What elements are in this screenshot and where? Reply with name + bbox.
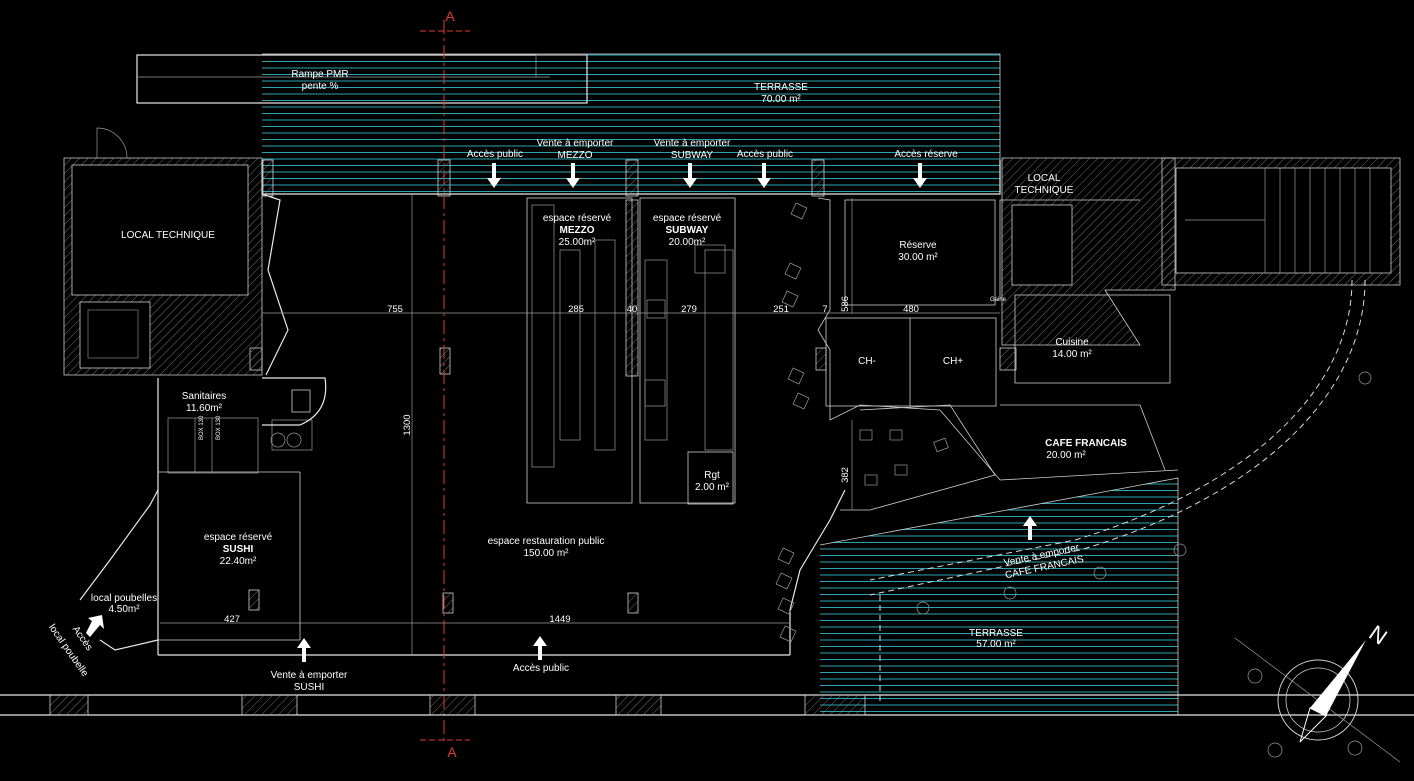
ramp-title: Rampe PMR bbox=[291, 69, 348, 80]
ground-strip bbox=[0, 694, 1414, 716]
dim-586: 586 bbox=[840, 296, 851, 312]
public-space-name: espace restauration public bbox=[488, 536, 605, 547]
reserve-area: 30.00 m² bbox=[898, 252, 938, 263]
local-technique-right-line1: LOCAL bbox=[1028, 173, 1061, 184]
takeaway-mezzo-1: Vente à emporter bbox=[537, 138, 614, 149]
takeaway-subway-1: Vente à emporter bbox=[654, 138, 731, 149]
sushi-name: SUSHI bbox=[223, 544, 254, 555]
sushi-area: 22.40m² bbox=[220, 556, 257, 567]
subway-area: 20.00m² bbox=[669, 237, 706, 248]
dimension-lines bbox=[160, 194, 1000, 655]
cuisine-name: Cuisine bbox=[1055, 337, 1089, 348]
takeaway-sushi-1: Vente à emporter bbox=[271, 670, 348, 681]
dim-251: 251 bbox=[773, 304, 789, 315]
gaine-label: Gaine bbox=[990, 297, 1007, 303]
accessible-wc bbox=[262, 377, 327, 426]
cafe-area: 20.00 m² bbox=[1046, 450, 1086, 461]
cold-room-minus: CH- bbox=[858, 356, 876, 367]
dim-480: 480 bbox=[903, 304, 919, 315]
cold-room-plus: CH+ bbox=[943, 356, 963, 367]
mezzo-label: espace réservé bbox=[543, 213, 612, 224]
rgt-area: 2.00 m² bbox=[695, 482, 730, 493]
ramp-subtitle: pente % bbox=[302, 81, 339, 92]
poubelles-name: local poubelles bbox=[91, 593, 157, 604]
access-public-2: Accès public bbox=[737, 149, 793, 160]
poubelles-wall bbox=[79, 489, 159, 651]
terrace-bottom bbox=[819, 477, 1179, 716]
pillars bbox=[248, 159, 1017, 614]
cafe-name: CAFE FRANCAIS bbox=[1045, 438, 1127, 449]
dim-427: 427 bbox=[224, 614, 240, 625]
rgt-name: Rgt bbox=[704, 470, 720, 481]
north-compass bbox=[1234, 637, 1401, 763]
north-label: N bbox=[1365, 620, 1392, 650]
dim-285: 285 bbox=[568, 304, 584, 315]
access-public-1: Accès public bbox=[467, 149, 523, 160]
public-space-area: 150.00 m² bbox=[523, 548, 569, 559]
sanitaires-area: 11.60m² bbox=[186, 403, 223, 414]
equipment bbox=[167, 204, 734, 474]
dim-279: 279 bbox=[681, 304, 697, 315]
mezzo-area: 25.00m² bbox=[559, 237, 596, 248]
terrace-bottom-area: 57.00 m² bbox=[976, 639, 1016, 650]
local-technique-right bbox=[1001, 157, 1401, 346]
section-line-a bbox=[420, 20, 470, 745]
subway-label: espace réservé bbox=[653, 213, 722, 224]
box-label-1: BOX 130 bbox=[199, 415, 205, 440]
cafe-seats bbox=[775, 202, 949, 643]
subway-name: SUBWAY bbox=[666, 225, 709, 236]
arrows bbox=[86, 163, 1037, 662]
dim-40: 40 bbox=[627, 304, 638, 315]
cuisine-area: 14.00 m² bbox=[1052, 349, 1092, 360]
dim-382: 382 bbox=[840, 467, 851, 483]
sushi-label: espace réservé bbox=[204, 532, 273, 543]
ramp-pmr bbox=[136, 54, 588, 104]
section-label-top: A bbox=[445, 8, 455, 24]
takeaway-sushi-2: SUSHI bbox=[294, 682, 325, 693]
local-technique-left-label: LOCAL TECHNIQUE bbox=[121, 230, 215, 241]
access-public-bottom: Accès public bbox=[513, 663, 569, 674]
dim-1300: 1300 bbox=[402, 414, 413, 435]
terrace-bottom-name: TERRASSE bbox=[969, 628, 1023, 639]
takeaway-subway-2: SUBWAY bbox=[671, 150, 714, 161]
local-technique-right-line2: TECHNIQUE bbox=[1015, 185, 1074, 196]
access-reserve: Accès réserve bbox=[894, 149, 958, 160]
local-technique-left bbox=[63, 127, 263, 376]
terrace-top-area: 70.00 m² bbox=[761, 94, 801, 105]
dim-755: 755 bbox=[387, 304, 403, 315]
reserve-name: Réserve bbox=[899, 240, 937, 251]
section-label-bottom: A bbox=[447, 744, 457, 760]
takeaway-mezzo-2: MEZZO bbox=[558, 150, 593, 161]
dim-7: 7 bbox=[822, 304, 827, 315]
terrace-top-name: TERRASSE bbox=[754, 82, 808, 93]
mezzo-name: MEZZO bbox=[560, 225, 595, 236]
box-label-2: BOX 130 bbox=[216, 415, 222, 440]
poubelles-area: 4.50m² bbox=[108, 604, 140, 615]
sanitaires-name: Sanitaires bbox=[182, 391, 226, 402]
dashed-path bbox=[869, 279, 1372, 705]
dim-1449: 1449 bbox=[549, 614, 570, 625]
